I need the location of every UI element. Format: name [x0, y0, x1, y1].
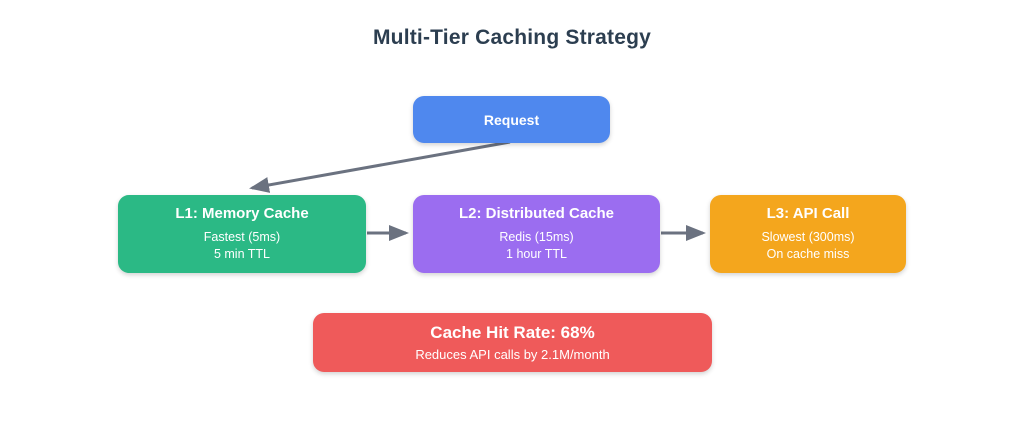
l1-node-title: L1: Memory Cache: [175, 204, 309, 222]
l2-node-detail-ttl: 1 hour TTL: [506, 247, 567, 261]
l2-node-title: L2: Distributed Cache: [458, 204, 615, 222]
l1-node-detail-ttl: 5 min TTL: [213, 247, 271, 261]
cache-hit-rate-summary-node: Cache Hit Rate: 68% Reduces API calls by…: [313, 313, 712, 372]
summary-subtitle: Reduces API calls by 2.1M/month: [415, 347, 610, 362]
l1-memory-cache-node: L1: Memory Cache Fastest (5ms) 5 min TTL: [118, 195, 366, 273]
request-node-label: Request: [483, 111, 540, 128]
l3-api-call-node: L3: API Call Slowest (300ms) On cache mi…: [710, 195, 906, 273]
l3-node-title: L3: API Call: [766, 204, 850, 222]
arrow-request-to-l1-icon: [249, 140, 511, 193]
l2-distributed-cache-node: L2: Distributed Cache Redis (15ms) 1 hou…: [413, 195, 660, 273]
l3-node-detail-speed: Slowest (300ms): [761, 229, 855, 244]
l2-node-detail-speed: Redis (15ms): [499, 229, 574, 244]
diagram-title: Multi-Tier Caching Strategy: [372, 26, 652, 49]
l1-node-detail-speed: Fastest (5ms): [203, 229, 281, 244]
l3-node-detail-miss: On cache miss: [766, 247, 850, 261]
summary-title: Cache Hit Rate: 68%: [430, 323, 595, 342]
request-node: Request: [413, 96, 610, 143]
